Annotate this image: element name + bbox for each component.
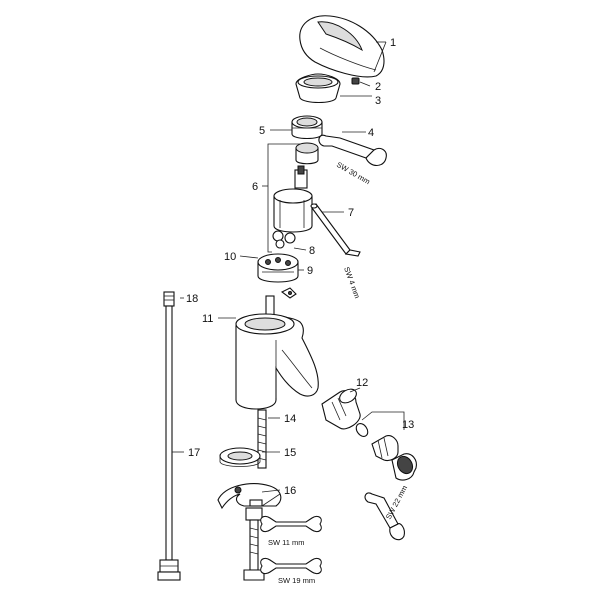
wrench-sw19: SW 19 mm (260, 557, 322, 585)
part-horseshoe-plate (217, 483, 282, 510)
part-tap-body (235, 295, 319, 410)
wrench-sw22: SW 22 mm (364, 484, 409, 541)
callout-18: 18 (186, 293, 198, 305)
part-cover-ring (295, 73, 341, 104)
callout-3: 3 (375, 95, 381, 107)
callout-12: 12 (356, 377, 368, 389)
part-hex-key (310, 203, 361, 257)
callout-4: 4 (368, 127, 374, 139)
part-aerator-housing (321, 388, 361, 430)
callout-7: 7 (348, 207, 354, 219)
callout-14: 14 (284, 413, 296, 425)
wrench-sw4-label-group: SW 4 mm (342, 266, 362, 300)
part-cartridge-seal (257, 253, 299, 283)
part-fixing-nut (243, 507, 265, 581)
callout-6: 6 (252, 181, 258, 193)
part-cartridge (273, 142, 319, 233)
callout-numbers: 1 2 3 4 5 6 7 8 9 10 11 12 13 14 15 16 1… (186, 37, 414, 497)
part-o-rings (272, 230, 296, 249)
wrench-sw22-label: SW 22 mm (384, 484, 409, 521)
wrench-sw19-label: SW 19 mm (278, 576, 315, 585)
wrench-sw11: SW 11 mm (260, 515, 322, 547)
part-threaded-stud (257, 409, 267, 469)
wrench-sw30-label: SW 30 mm (335, 160, 372, 186)
leader-lines (172, 41, 405, 507)
part-set-screw (351, 77, 360, 85)
wrench-sw4-label: SW 4 mm (342, 266, 362, 300)
wrench-sw30: SW 30 mm (318, 134, 387, 186)
part-flex-hose (157, 291, 181, 581)
callout-16: 16 (284, 485, 296, 497)
callout-5: 5 (259, 125, 265, 137)
callout-13: 13 (402, 419, 414, 431)
part-aerator-set (355, 423, 417, 481)
callout-17: 17 (188, 447, 200, 459)
callout-10: 10 (224, 251, 236, 263)
part-cartridge-nut (291, 115, 323, 140)
callout-15: 15 (284, 447, 296, 459)
callout-9: 9 (307, 265, 313, 277)
callout-11: 11 (202, 313, 213, 325)
part-clip (280, 287, 297, 299)
part-washer (219, 447, 261, 467)
callout-1: 1 (390, 37, 396, 49)
wrench-sw11-label: SW 11 mm (268, 538, 305, 547)
callout-8: 8 (309, 245, 315, 257)
part-lever-handle (299, 15, 385, 78)
callout-2: 2 (375, 81, 381, 93)
